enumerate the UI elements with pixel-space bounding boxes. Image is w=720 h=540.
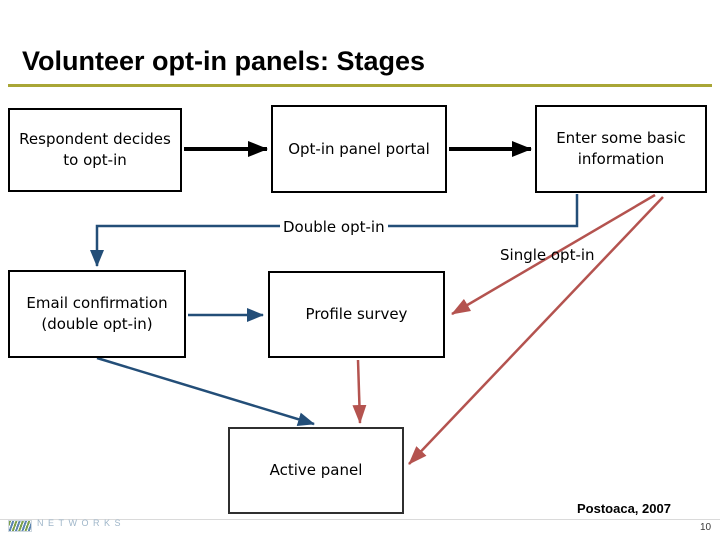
edge-email-to-activepanel	[96, 356, 315, 427]
networks-logo-icon	[8, 520, 32, 532]
node-label: Respondent decides to opt-in	[19, 130, 171, 169]
node-respondent-decides: Respondent decides to opt-in	[8, 108, 182, 192]
edge-enterinfo-to-profilesurvey-single-optin	[451, 193, 656, 316]
node-active-panel: Active panel	[228, 427, 404, 514]
citation-text: Postoaca, 2007	[577, 501, 671, 516]
node-label: Enter some basic information	[556, 129, 686, 168]
node-email-confirmation: Email confirmation (double opt-in)	[8, 270, 186, 358]
edge-profilesurvey-to-activepanel	[352, 359, 367, 424]
node-label: Email confirmation (double opt-in)	[26, 294, 168, 333]
page-number: 10	[700, 522, 712, 533]
title-underline	[8, 84, 712, 87]
node-label: Profile survey	[305, 305, 408, 323]
edge-label-double-opt-in: Double opt-in	[280, 218, 388, 236]
footer-divider	[0, 519, 720, 520]
networks-logo-text: NETWORKS	[37, 518, 126, 528]
node-label: Active panel	[269, 461, 363, 479]
edge-enterinfo-to-activepanel-single-optin	[408, 196, 664, 465]
node-profile-survey: Profile survey	[268, 271, 445, 358]
edge-label-single-opt-in: Single opt-in	[500, 246, 595, 264]
node-enter-basic-info: Enter some basic information	[535, 105, 707, 193]
node-label: Opt-in panel portal	[288, 139, 430, 158]
node-opt-in-portal: Opt-in panel portal	[271, 105, 447, 193]
page-title: Volunteer opt-in panels: Stages	[22, 46, 426, 76]
